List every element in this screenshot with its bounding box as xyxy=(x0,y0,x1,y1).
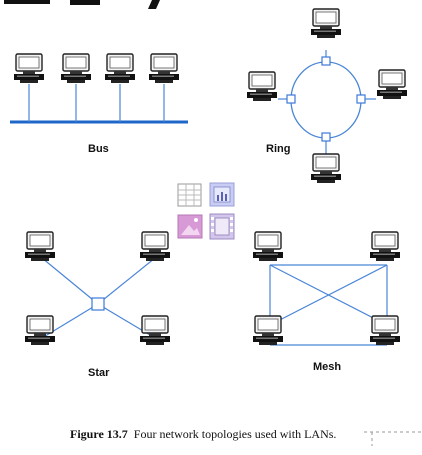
star-hub xyxy=(91,297,105,311)
bus-topology xyxy=(10,53,188,124)
star-computer-tr xyxy=(139,231,171,262)
mesh-topology xyxy=(252,231,401,346)
dashed-fragment xyxy=(364,431,421,446)
mesh-computer-tr xyxy=(369,231,401,262)
bus-computer-1 xyxy=(13,53,45,84)
bus-computer-2 xyxy=(60,53,92,84)
image-icon[interactable] xyxy=(177,214,203,239)
figure-caption: Figure 13.7 Four network topologies used… xyxy=(70,427,336,442)
bus-computer-4 xyxy=(148,53,180,84)
figure-number: Figure 13.7 xyxy=(70,427,128,441)
mesh-computer-tl xyxy=(252,231,284,262)
ring-topology xyxy=(246,8,408,184)
mesh-label: Mesh xyxy=(313,361,342,373)
film-icon[interactable] xyxy=(209,213,235,240)
ring-label: Ring xyxy=(266,143,291,155)
ring-computer-right xyxy=(376,69,408,100)
figure-caption-text: Four network topologies used with LANs. xyxy=(133,427,337,441)
star-label: Star xyxy=(88,367,110,379)
ring-line xyxy=(290,61,362,139)
star-computer-tl xyxy=(24,231,56,262)
mesh-computer-br xyxy=(369,315,401,346)
ring-computer-left xyxy=(246,71,278,102)
bus-label: Bus xyxy=(88,143,109,155)
ring-computer-top xyxy=(310,8,342,39)
star-computer-bl xyxy=(24,315,56,346)
ring-computer-bottom xyxy=(310,153,342,184)
header-fragment xyxy=(4,0,160,9)
chart-icon[interactable] xyxy=(209,182,235,207)
bus-computer-3 xyxy=(104,53,136,84)
star-topology xyxy=(24,231,171,346)
table-icon[interactable] xyxy=(177,183,202,207)
mesh-computer-bl xyxy=(252,315,284,346)
star-computer-br xyxy=(139,315,171,346)
